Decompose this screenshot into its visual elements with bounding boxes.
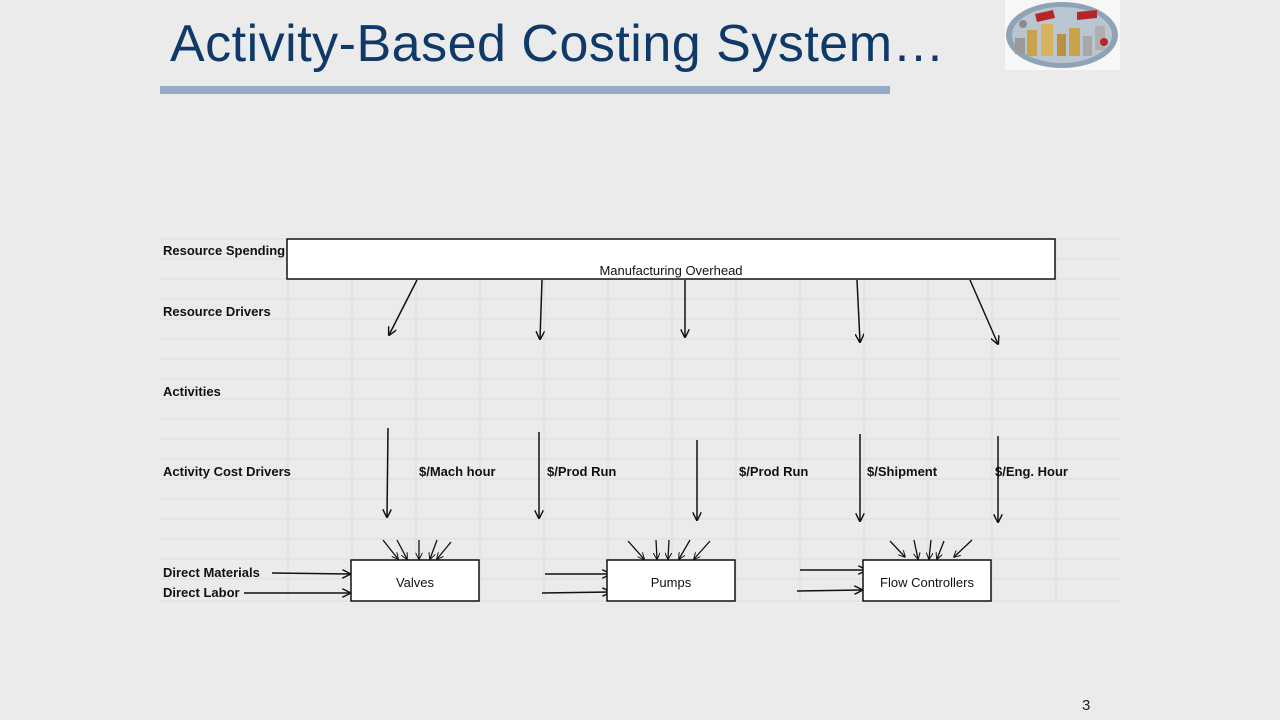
- row-label-direct-materials: Direct Materials: [163, 565, 260, 580]
- product-label-flow-controllers: Flow Controllers: [880, 575, 974, 590]
- resource-driver-arrow: [389, 280, 417, 335]
- slide-number: 3: [1082, 697, 1090, 714]
- row-label-activities: Activities: [163, 384, 221, 399]
- product-box-flow-controllers: Flow Controllers: [863, 560, 991, 601]
- row-label-activity-cost-drivers: Activity Cost Drivers: [163, 464, 291, 479]
- cost-driver-arrow: [387, 428, 388, 517]
- cost-driver-label-2: $/Prod Run: [547, 464, 616, 479]
- row-label-resource-spending: Resource Spending: [163, 243, 285, 258]
- product-label-valves: Valves: [396, 575, 435, 590]
- resource-driver-arrow: [857, 280, 860, 342]
- cost-driver-label-4: $/Shipment: [867, 464, 938, 479]
- product-box-valves: Valves: [351, 560, 479, 601]
- cost-driver-label-3: $/Prod Run: [739, 464, 808, 479]
- manufacturing-overhead-label: Manufacturing Overhead: [599, 263, 742, 278]
- row-label-direct-labor: Direct Labor: [163, 585, 240, 600]
- resource-driver-arrow: [970, 280, 998, 344]
- product-label-pumps: Pumps: [651, 575, 692, 590]
- row-label-resource-drivers: Resource Drivers: [163, 304, 271, 319]
- cost-driver-label-1: $/Mach hour: [419, 464, 496, 479]
- product-cost-arrows: [383, 540, 972, 559]
- cost-driver-label-5: $/Eng. Hour: [995, 464, 1068, 479]
- resource-driver-arrow: [540, 280, 542, 339]
- product-box-pumps: Pumps: [607, 560, 735, 601]
- direct-input-arrows: [244, 570, 866, 593]
